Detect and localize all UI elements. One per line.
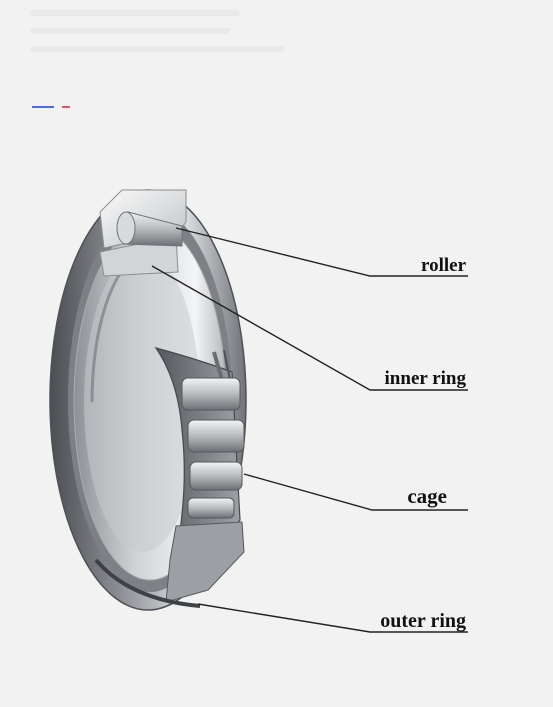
label-roller: roller: [420, 255, 466, 276]
faint-header-text: [30, 10, 285, 64]
rollers-shape: [181, 377, 245, 519]
leader-line-roller: [175, 227, 468, 277]
label-outer-ring: outer ring: [380, 610, 466, 632]
accent-dash-blue: [32, 106, 54, 108]
leader-lines: [151, 227, 468, 633]
leader-line-outer-ring: [197, 603, 468, 633]
section-cutaway-top: [99, 189, 187, 277]
accent-dashes: [32, 106, 92, 110]
accent-dash-red: [62, 106, 70, 108]
label-cage: cage: [407, 484, 447, 508]
label-inner-ring: inner ring: [384, 368, 466, 389]
section-cutaway-bottom: [94, 521, 245, 608]
leader-line-inner-ring: [151, 265, 468, 391]
leader-line-cage: [243, 473, 468, 511]
